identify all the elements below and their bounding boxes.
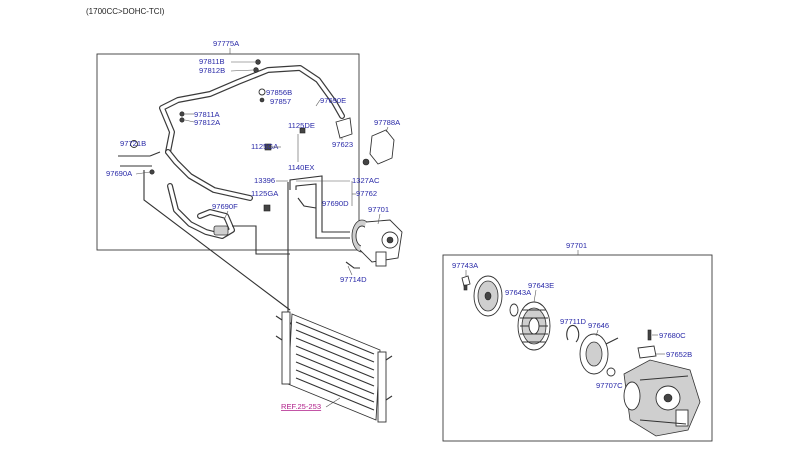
label-1125DE[interactable]: 1125DE [288,121,315,130]
label-1327AC[interactable]: 1327AC [352,176,380,185]
bolt-97680C [647,329,652,341]
washer-97707C [606,367,616,377]
label-97643A[interactable]: 97643A [505,288,532,297]
label-97701-assembly[interactable]: 97701 [566,241,587,250]
label-97743A[interactable]: 97743A [452,261,479,270]
label-97623[interactable]: 97623 [332,140,353,149]
clutch-hub [473,275,503,317]
label-97690D[interactable]: 97690D [322,199,349,208]
bracket-97652B [637,345,657,359]
label-97812B[interactable]: 97812B [199,66,225,75]
label-97721B[interactable]: 97721B [120,139,146,148]
snap-ring-97711D [566,324,580,343]
label-1125GA-upper[interactable]: 1125GA [251,142,279,151]
o-ring-97690A [149,169,155,175]
bolt-97743A [461,275,471,291]
expansion-valve-97623 [335,117,353,139]
label-97856B[interactable]: 97856B [266,88,292,97]
bolt-1125GA-lower [263,204,271,212]
o-ring-97812B [253,67,259,73]
liquid-line-to-compressor [289,175,350,239]
pulley-97643E [517,301,551,351]
sensor-97721B [130,140,138,148]
receiver-dryer [362,129,395,166]
pressure-switch-line [118,151,161,167]
label-97690A[interactable]: 97690A [106,169,133,178]
discharge-hose [167,183,235,239]
shim-97643A [509,303,519,317]
o-ring-97811A [179,111,185,117]
label-97707C[interactable]: 97707C [596,381,623,390]
label-97811B[interactable]: 97811B [199,57,225,66]
label-1140EX[interactable]: 1140EX [288,163,314,172]
label-97646[interactable]: 97646 [588,321,609,330]
label-97788A[interactable]: 97788A [374,118,401,127]
label-97711D[interactable]: 97711D [560,317,587,326]
label-97812A[interactable]: 97812A [194,118,221,127]
label-97811A[interactable]: 97811A [194,110,221,119]
piping-assembly-box: 97775A [96,39,360,251]
o-ring-97812A [179,117,185,123]
label-97643E[interactable]: 97643E [528,281,554,290]
label-1125GA-lower[interactable]: 1125GA [251,189,279,198]
label-97652B[interactable]: 97652B [666,350,692,359]
o-ring-97856B [258,88,266,96]
label-97701-left[interactable]: 97701 [368,205,389,214]
label-97762[interactable]: 97762 [356,189,377,198]
label-97680C[interactable]: 97680C [659,331,686,340]
engine-spec-header: (1700CC>DOHC-TCI) [86,7,165,16]
label-97775A[interactable]: 97775A [213,39,240,48]
ref-link-25-253[interactable]: REF.25-253 [281,402,321,411]
compressor-body [623,359,701,437]
label-97690E[interactable]: 97690E [320,96,346,105]
o-ring-97811B [255,59,261,65]
label-13396[interactable]: 13396 [254,176,275,185]
label-97714D[interactable]: 97714D [340,275,367,284]
bolt-1125DE [299,127,306,134]
field-coil-97646 [579,333,619,375]
compressor-exploded-box: 97701 [442,241,713,442]
label-97690F[interactable]: 97690F [212,202,238,211]
compressor-left [345,219,403,269]
condenser [275,311,393,423]
o-ring-97857 [259,97,265,103]
hose-fitting [213,225,229,236]
upper-suction-pipe [159,65,345,201]
label-97857[interactable]: 97857 [270,97,291,106]
